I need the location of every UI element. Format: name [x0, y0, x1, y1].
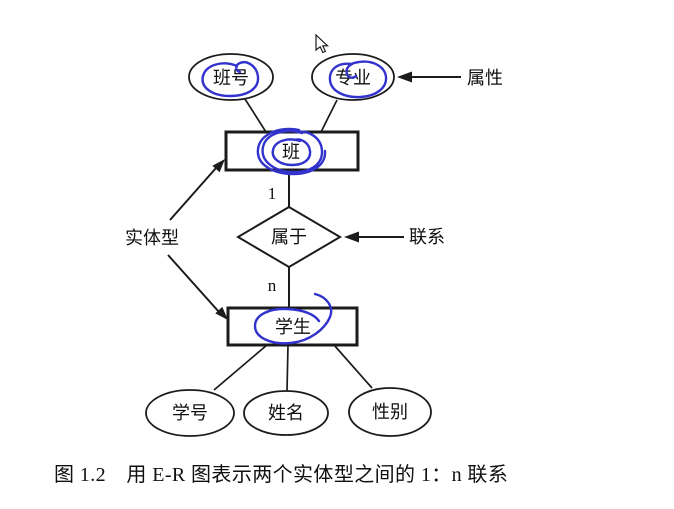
relationship-label: 属于 — [271, 227, 307, 247]
entity-type-upper-arrowhead-icon — [212, 159, 225, 173]
ink-double-circle-class — [256, 127, 327, 176]
connector-student-to-gender — [333, 344, 373, 389]
relation-callout-label: 联系 — [409, 227, 445, 247]
belongs-to-relationship-diamond — [236, 205, 342, 269]
name-attribute-ellipse — [243, 390, 329, 436]
connector-student-to-studentno — [213, 344, 268, 391]
gender-attribute-ellipse — [348, 387, 432, 437]
entity-type-lower-arrowhead-icon — [215, 306, 228, 320]
connector-classno-to-class — [244, 98, 267, 133]
figure-caption: 图 1.2 用 E-R 图表示两个实体型之间的 1：n 联系 — [54, 464, 509, 486]
mouse-arrow-cursor-icon — [315, 33, 330, 54]
class-number-attribute-label: 班号 — [213, 68, 249, 88]
gender-attribute-label: 性别 — [372, 402, 408, 422]
cardinality-1-label: 1 — [268, 184, 277, 203]
attribute-callout-arrowhead-icon — [397, 71, 412, 83]
entity-type-callout-label: 实体型 — [125, 228, 179, 248]
student-number-attribute-ellipse — [145, 389, 235, 437]
entity-type-upper-arrow-line — [169, 167, 217, 221]
class-entity-label: 班 — [282, 142, 300, 162]
ink-circle-student — [253, 292, 333, 345]
student-number-attribute-label: 学号 — [172, 403, 208, 423]
student-entity-label: 学生 — [275, 317, 311, 337]
ink-circle-class-number — [201, 61, 260, 98]
relation-callout-arrowhead-icon — [344, 231, 359, 243]
connector-major-to-class — [320, 99, 338, 133]
name-attribute-label: 姓名 — [268, 403, 304, 423]
attribute-callout-label: 属性 — [467, 68, 503, 88]
entity-type-lower-arrow-line — [167, 254, 220, 313]
cardinality-n-label: n — [268, 276, 277, 295]
student-entity-rect — [226, 306, 359, 347]
ink-circle-major — [328, 60, 388, 99]
connector-student-to-name — [286, 344, 289, 392]
